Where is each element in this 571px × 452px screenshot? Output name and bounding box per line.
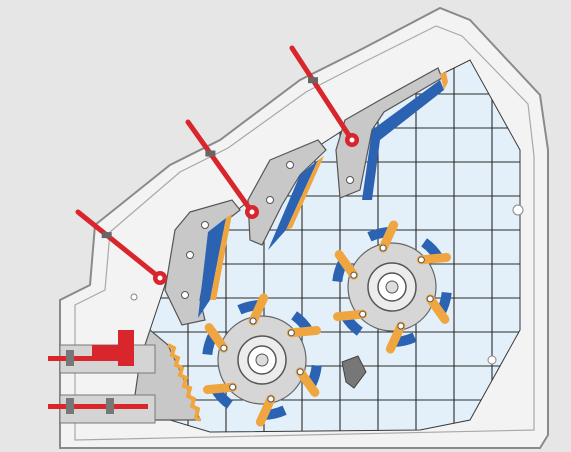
adjustment-rod xyxy=(289,45,355,143)
grinding-plate-teeth xyxy=(167,343,201,422)
hammer xyxy=(385,321,406,354)
hammer xyxy=(255,394,276,427)
hammer-pin xyxy=(359,310,367,318)
pivot-bolt xyxy=(181,291,189,299)
adjustment-rod xyxy=(75,209,163,281)
rotor-liner-segment xyxy=(237,300,261,315)
housing-port xyxy=(512,204,524,216)
adjustment-rod xyxy=(185,119,255,215)
hammer xyxy=(204,323,229,353)
hammer xyxy=(286,325,321,338)
pivot-bolt xyxy=(266,196,274,204)
rotor-liner-segment xyxy=(393,332,417,347)
housing-port xyxy=(487,355,497,365)
hammer-pin xyxy=(249,317,257,325)
chamber-grid xyxy=(150,60,520,432)
red-rod xyxy=(48,356,120,361)
hammer xyxy=(425,294,450,324)
hammer-pin xyxy=(267,395,275,403)
housing-inner-shell xyxy=(74,25,535,441)
rotors xyxy=(202,220,452,427)
apron-liner-3-blue xyxy=(362,80,444,200)
pivot-bolt xyxy=(346,176,354,184)
hammer-pin xyxy=(296,368,304,376)
nut xyxy=(106,398,114,414)
rotor-liner-segment xyxy=(263,405,287,420)
hammer xyxy=(416,252,451,265)
rod-nut xyxy=(205,150,216,157)
shaft-center xyxy=(255,353,269,367)
nut xyxy=(66,398,74,414)
rotor-liner-segment xyxy=(367,227,391,242)
housing-port xyxy=(130,293,138,301)
adjustment-rods xyxy=(75,45,359,285)
nut xyxy=(66,350,74,366)
pivot-bolt xyxy=(186,251,194,259)
rod-nut xyxy=(101,232,112,239)
small-bracket xyxy=(341,355,367,389)
hammer-pin xyxy=(229,383,237,391)
apron-liner-2-blue xyxy=(268,160,318,250)
hammer xyxy=(333,309,368,322)
rod-nut xyxy=(308,77,318,84)
clevis-pin xyxy=(349,137,355,143)
apron-liner-2-orange xyxy=(286,156,324,230)
rotor-2 xyxy=(332,220,452,354)
hammer xyxy=(378,220,399,253)
hammer-pin xyxy=(287,329,295,337)
rotor-1 xyxy=(202,293,322,427)
apron-liner-3-orange xyxy=(440,72,448,90)
hammer xyxy=(334,250,359,280)
apron-liner-1-orange xyxy=(210,214,232,300)
hammer xyxy=(248,293,269,326)
pivot-bolt xyxy=(201,221,209,229)
apron-plate-3 xyxy=(335,67,443,199)
red-rod xyxy=(48,404,148,409)
hammer-pin xyxy=(397,322,405,330)
hammer xyxy=(295,367,320,397)
hammer-pin xyxy=(350,271,358,279)
pivot-bolt xyxy=(286,161,294,169)
apron-liner-1-blue xyxy=(198,218,226,318)
clevis-pin xyxy=(249,209,255,215)
hammer xyxy=(203,382,238,395)
hammer-pin xyxy=(379,244,387,252)
clevis-pin xyxy=(157,275,163,281)
shaft-center xyxy=(385,280,399,294)
hammer-pin xyxy=(220,344,228,352)
hammer-pin xyxy=(426,295,434,303)
hammer-pin xyxy=(417,256,425,264)
red-bracket xyxy=(118,330,134,366)
